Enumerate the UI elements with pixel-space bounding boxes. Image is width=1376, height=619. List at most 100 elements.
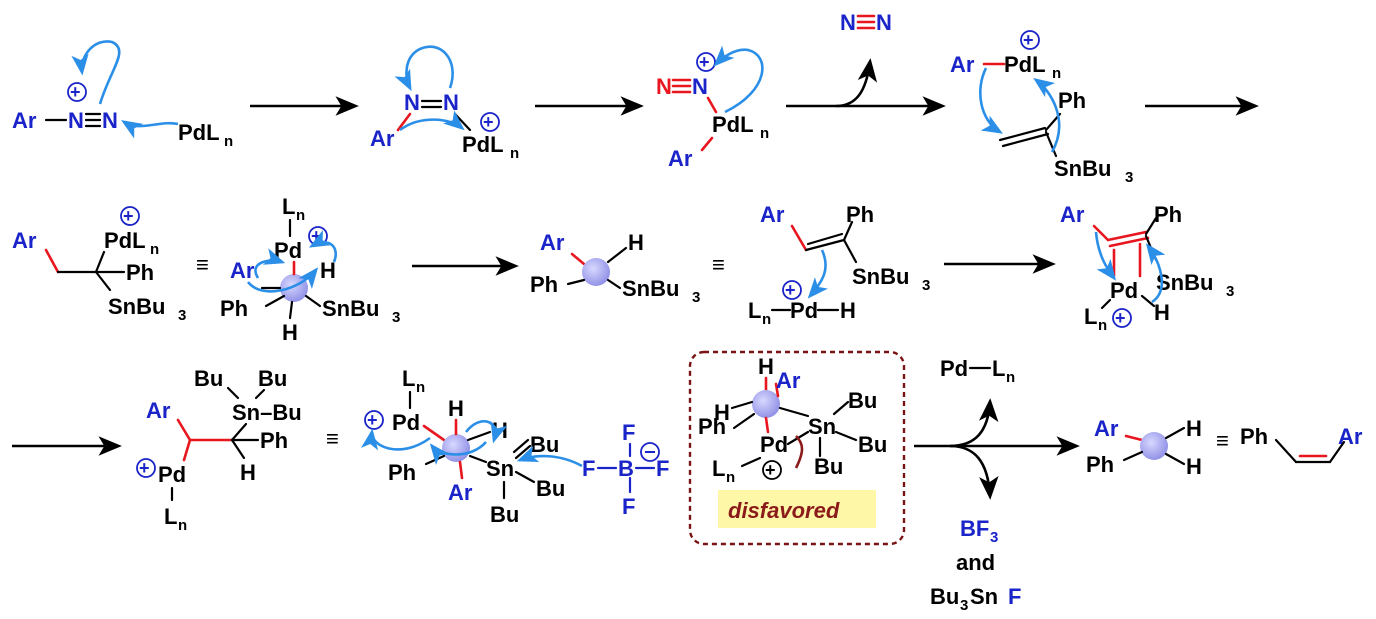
and-label: and — [956, 550, 995, 575]
nitrogen-label: N — [443, 90, 459, 115]
structure-alkyl-pd: Ar PdL n + Ph SnBu 3 — [12, 206, 186, 324]
butyl-label: Bu — [194, 366, 223, 391]
pd-label: Pd — [392, 410, 420, 435]
ligand-label: L — [1084, 304, 1097, 329]
butyl-label: Bu — [858, 432, 887, 457]
stannyl-label: SnBu — [1156, 270, 1213, 295]
aryl-label: Ar — [776, 368, 801, 393]
structure-aryldiazonium: Ar N N + PdL n — [12, 40, 233, 150]
stereocenter-sphere — [582, 258, 610, 286]
stannyl-label: SnBu — [322, 296, 379, 321]
aryl-label: Ar — [448, 480, 473, 505]
negative-charge-icon — [640, 442, 660, 462]
equivalence-sign: ≡ — [196, 252, 209, 277]
aryl-label: Ar — [12, 228, 37, 253]
ligand-label: L — [992, 356, 1005, 381]
phenyl-label: Ph — [1240, 424, 1268, 449]
plus-sign: + — [367, 410, 378, 430]
stereocenter-sphere — [1140, 432, 1168, 460]
tributyltin-label: Bu — [930, 584, 959, 609]
structure-diazene-pd: N N Ar PdL n + — [370, 45, 519, 162]
plus-sign: + — [1023, 30, 1034, 50]
aryl-label: Ar — [760, 202, 785, 227]
phenyl-label: Ph — [388, 460, 416, 485]
fluorine-label: F — [582, 456, 595, 481]
hydrogen-label: H — [1186, 416, 1202, 441]
nitrogen-label: N — [102, 108, 118, 133]
curved-electron-arrow — [429, 441, 487, 465]
pd-label: Pd — [274, 238, 302, 263]
subscript-n: n — [762, 311, 771, 328]
plus-sign: + — [765, 460, 776, 480]
curved-electron-arrow — [713, 45, 764, 114]
curved-electron-arrow — [978, 67, 1003, 134]
hydrogen-label: H — [758, 354, 774, 379]
stannyl-label: SnBu — [852, 264, 909, 289]
curved-electron-arrow — [71, 40, 121, 105]
highlight-box — [718, 490, 876, 528]
curved-electron-arrow — [1033, 77, 1061, 153]
subscript-n: n — [178, 517, 187, 534]
subscript-3: 3 — [392, 309, 400, 326]
aryl-label: Ar — [540, 230, 565, 255]
butyl-label: Bu — [258, 366, 287, 391]
fluorine-label: F — [622, 420, 635, 445]
butyl-label: Bu — [848, 388, 877, 413]
curved-electron-arrow — [308, 230, 337, 263]
stereocenter-sphere — [280, 274, 308, 302]
stereocenter-sphere — [442, 434, 470, 462]
curved-electron-arrow — [399, 110, 465, 132]
pd-ligand-label: PdL — [1004, 52, 1046, 77]
curved-electron-arrow — [464, 420, 508, 444]
fluorine-label: F — [656, 456, 669, 481]
phenyl-label: Ph — [698, 414, 726, 439]
aryl-label: Ar — [230, 258, 255, 283]
equivalence-sign: ≡ — [712, 252, 725, 277]
curved-electron-arrow — [246, 267, 319, 293]
pd-label: Pd — [760, 432, 788, 457]
ligand-label: L — [282, 194, 295, 219]
butyl-label: Bu — [814, 454, 843, 479]
bf3-label: BF — [960, 516, 989, 541]
positive-charge-icon — [762, 460, 782, 480]
subscript-n: n — [224, 133, 233, 150]
phenyl-label: Ph — [1086, 452, 1114, 477]
steric-clash-icon — [794, 435, 804, 469]
aryl-label: Ar — [950, 52, 975, 77]
hydrogen-label: H — [1154, 300, 1170, 325]
byproducts-bf3-bu3snf: BF 3 and Bu 3 Sn F — [930, 516, 1021, 614]
disfavored-pathway-box: H H Ar Ph Sn Bu Bu Pd Bu L n + disfavore… — [688, 350, 906, 546]
phenyl-label: Ph — [530, 272, 558, 297]
subscript-3: 3 — [692, 289, 700, 306]
ligand-label: L — [748, 298, 761, 323]
subscript-n: n — [1098, 317, 1107, 334]
subscript-n: n — [510, 145, 519, 162]
equivalence-sign: ≡ — [1216, 428, 1229, 453]
positive-charge-icon — [480, 112, 500, 132]
phenyl-label: Ph — [220, 296, 248, 321]
reaction-arrow — [835, 58, 878, 108]
subscript-n: n — [150, 241, 159, 258]
ligand-label: L — [164, 504, 177, 529]
phenyl-label: Ph — [260, 428, 288, 453]
structure-beta-stannyl: Bu Bu Sn–Bu Ar Ph H + Pd L n — [136, 366, 302, 534]
aryl-label: Ar — [668, 146, 693, 171]
plus-sign: + — [139, 458, 150, 478]
equivalence-sign: ≡ — [326, 426, 339, 451]
subscript-n: n — [416, 379, 425, 396]
subscript-3: 3 — [178, 307, 186, 324]
disfavored-label: disfavored — [728, 498, 840, 523]
plus-sign: + — [699, 52, 710, 72]
hydrogen-label: H — [840, 298, 856, 323]
subscript-n: n — [1006, 369, 1015, 386]
butyl-label: Bu — [490, 502, 519, 527]
plus-sign: + — [483, 112, 494, 132]
aryl-label: Ar — [146, 398, 171, 423]
fluorine-label: F — [622, 494, 635, 519]
nitrogen-label: N — [656, 74, 672, 99]
aryl-label: Ar — [1060, 202, 1085, 227]
phenyl-label: Ph — [126, 260, 154, 285]
positive-charge-icon — [136, 458, 156, 478]
tin-label: Sn — [808, 414, 836, 439]
